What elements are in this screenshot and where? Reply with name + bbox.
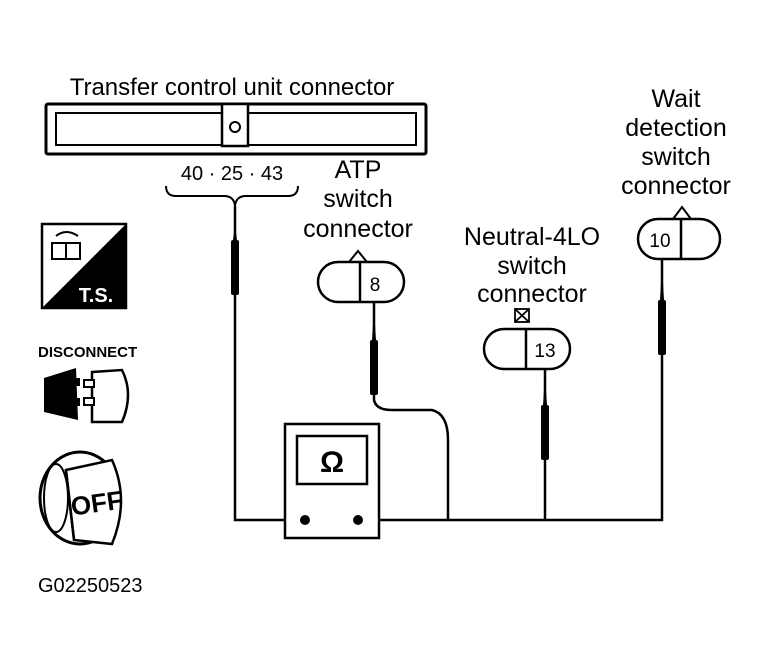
ts-label: T.S. [79, 285, 113, 307]
disconnect-icon [44, 368, 130, 424]
figure-id: G02250523 [38, 575, 143, 597]
atp-label-1: ATP [335, 156, 382, 184]
wait-label-3: switch [641, 143, 710, 171]
off-label: OFF [69, 485, 125, 522]
wait-arrow [672, 205, 692, 220]
atp-pin: 8 [370, 275, 381, 296]
transfer-unit-title: Transfer control unit connector [70, 74, 395, 101]
disconnect-label: DISCONNECT [38, 344, 137, 361]
probe-unit [231, 240, 239, 295]
atp-label-3: connector [303, 215, 413, 243]
atp-connector [316, 260, 406, 304]
wait-label-1: Wait [651, 85, 700, 113]
neutral-pin: 13 [534, 341, 555, 362]
neutral-connector [482, 327, 572, 371]
probes [231, 225, 666, 460]
wait-connector [636, 217, 722, 261]
wait-label-2: detection [625, 114, 726, 142]
probe-neutral [541, 405, 549, 460]
probe-wait [658, 300, 666, 355]
wait-pin: 10 [649, 231, 670, 252]
neutral-label-1: Neutral-4LO [464, 223, 600, 251]
wait-label-4: connector [621, 172, 731, 200]
transfer-unit-connector [44, 102, 428, 156]
neutral-lock-icon [514, 308, 530, 323]
neutral-label-3: connector [477, 280, 587, 308]
atp-label-2: switch [323, 185, 392, 213]
meter-terminal-left [300, 515, 310, 525]
ohmmeter [283, 422, 381, 540]
meter-terminal-right [353, 515, 363, 525]
pin-brace [165, 185, 299, 207]
ignition-off-icon [38, 450, 123, 546]
atp-arrow [348, 249, 368, 263]
transfer-unit-pins: 40 · 25 · 43 [181, 163, 283, 185]
probe-atp [370, 340, 378, 395]
ohm-symbol: Ω [320, 446, 344, 479]
neutral-label-2: switch [497, 252, 566, 280]
trouble-shooting-icon [40, 222, 128, 310]
